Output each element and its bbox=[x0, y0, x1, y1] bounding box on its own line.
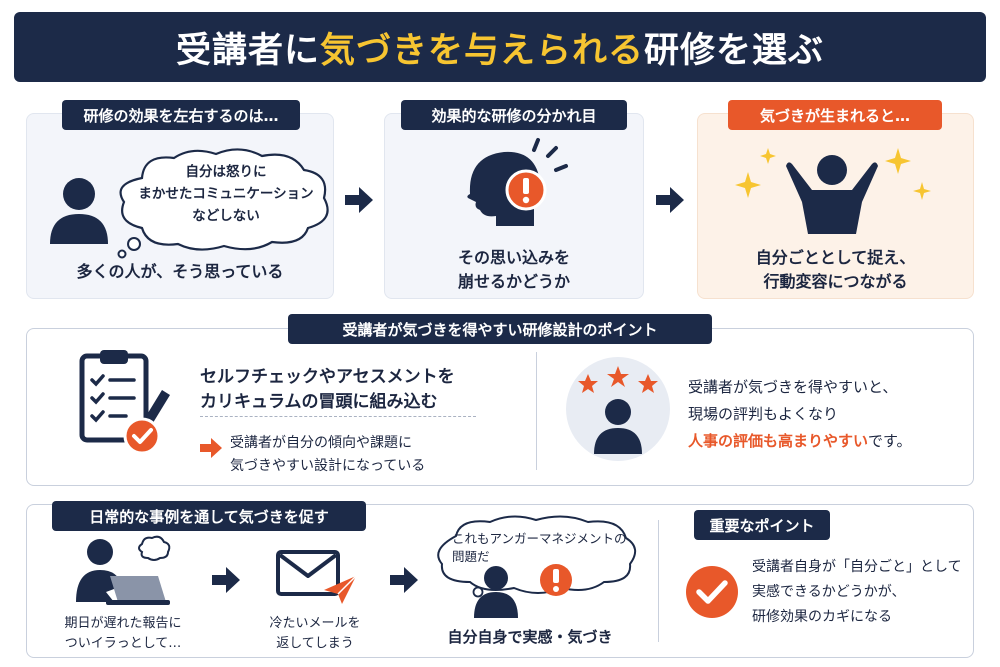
daily-bubble-line2: 問題だ bbox=[452, 549, 490, 564]
daily-bubble-line1: これもアンガーマネジメントの bbox=[452, 531, 627, 546]
thought-bubble-icon bbox=[117, 148, 329, 259]
case3-caption: 自分自身で実感・気づき bbox=[447, 628, 613, 646]
rated-person-icon bbox=[578, 366, 658, 454]
step3-tag: 気づきが生まれると… bbox=[728, 100, 942, 130]
orange-arrow-icon bbox=[200, 438, 222, 458]
design-right-tail: です。 bbox=[868, 432, 912, 450]
case1-line2: ついイラっとして… bbox=[64, 636, 182, 651]
step1-tag: 研修の効果を左右するのは… bbox=[62, 100, 300, 130]
celebrating-person-icon bbox=[735, 148, 931, 234]
design-head-line1: セルフチェックやアセスメントを bbox=[200, 367, 455, 387]
arrow-right-icon bbox=[656, 187, 684, 213]
clipboard-check-icon bbox=[79, 350, 170, 455]
design-sub-line2: 気づきやすい設計になっている bbox=[230, 458, 426, 474]
bubble-line3: などしない bbox=[192, 208, 260, 224]
case1-line1: 期日が遅れた報告に bbox=[64, 616, 182, 631]
design-right-line1: 受講者が気づきを得やすいと、 bbox=[688, 378, 898, 396]
design-sub-line1: 受講者が自分の傾向や課題に bbox=[230, 435, 412, 451]
design-right-line3: 人事の評価も高まりやすいです。 bbox=[688, 430, 912, 451]
orange-check-icon bbox=[686, 566, 738, 618]
design-panel bbox=[26, 328, 974, 486]
vertical-divider bbox=[658, 520, 659, 642]
worker-laptop-icon bbox=[76, 535, 171, 605]
step3-caption-line2: 行動変容につながる bbox=[763, 272, 908, 291]
daily-tag: 日常的な事例を通して気づきを促す bbox=[52, 501, 366, 531]
title-part2: 研修を選ぶ bbox=[644, 30, 825, 71]
realizing-person-icon bbox=[474, 564, 572, 618]
design-tag: 受講者が気づきを得やすい研修設計のポイント bbox=[288, 314, 712, 344]
design-head-line2: カリキュラムの冒頭に組み込む bbox=[200, 392, 438, 412]
step2-caption-line2: 崩せるかどうか bbox=[457, 272, 570, 291]
step2-caption-line1: その思い込みを bbox=[457, 248, 570, 267]
case2-line2: 返してしまう bbox=[276, 636, 354, 651]
design-right-highlight: 人事の評価も高まりやすい bbox=[688, 432, 869, 450]
important-tag: 重要なポイント bbox=[694, 510, 830, 540]
arrow-right-icon bbox=[212, 567, 240, 593]
bubble-line1: 自分は怒りに bbox=[185, 164, 267, 180]
head-alert-icon bbox=[467, 138, 568, 226]
arrow-right-icon bbox=[390, 567, 418, 593]
step3-caption-line1: 自分ごととして捉え、 bbox=[755, 248, 916, 267]
mail-send-icon bbox=[276, 550, 357, 604]
vertical-divider bbox=[536, 352, 537, 470]
person-icon bbox=[50, 178, 108, 244]
step1-caption: 多くの人が、そう思っている bbox=[76, 262, 284, 281]
important-line3: 研修効果のカギになる bbox=[752, 609, 892, 625]
important-line2: 実感できるかどうかが、 bbox=[752, 584, 906, 600]
design-right-line2: 現場の評判もよくなり bbox=[688, 405, 839, 423]
title-banner: 受講者に気づきを与えられる研修を選ぶ bbox=[14, 12, 986, 82]
important-line1: 受講者自身が「自分ごと」として bbox=[752, 559, 962, 575]
title-highlight: 気づきを与えられる bbox=[319, 30, 644, 71]
arrow-right-icon bbox=[345, 187, 373, 213]
step2-tag: 効果的な研修の分かれ目 bbox=[401, 100, 627, 130]
title-part1: 受講者に bbox=[175, 30, 320, 71]
bubble-line2: まかせたコミュニケーション bbox=[138, 186, 314, 202]
case2-line1: 冷たいメールを bbox=[269, 616, 361, 631]
dashed-divider bbox=[200, 416, 476, 417]
